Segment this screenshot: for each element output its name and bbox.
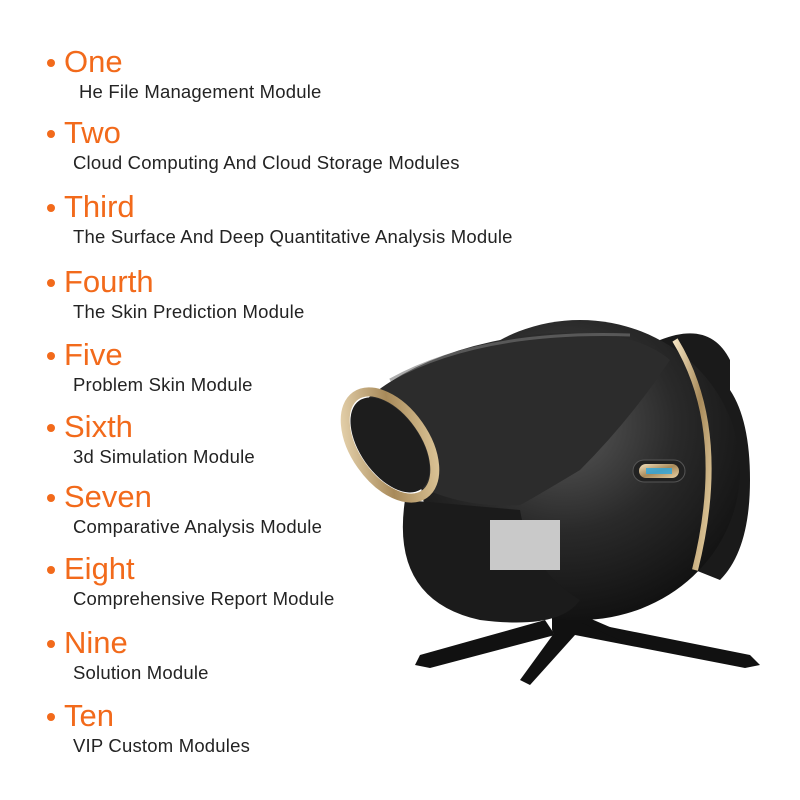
module-title: Third	[64, 189, 135, 224]
module-item: Seven Comparative Analysis Module	[47, 480, 322, 538]
module-subtitle: Comparative Analysis Module	[73, 516, 323, 537]
module-item: Nine Solution Module	[47, 626, 209, 684]
module-title: Ten	[64, 698, 114, 733]
module-title: Fourth	[64, 264, 154, 299]
module-title: Two	[64, 115, 121, 150]
module-subtitle: He File Management Module	[79, 81, 322, 102]
module-item: One He File Management Module	[47, 45, 322, 103]
bullet-icon	[47, 279, 55, 287]
bullet-icon	[47, 59, 55, 67]
bullet-icon	[47, 204, 55, 212]
stand	[415, 600, 760, 685]
module-title: Seven	[64, 479, 152, 514]
module-item: Eight Comprehensive Report Module	[47, 552, 334, 610]
module-title: Eight	[64, 551, 135, 586]
bullet-icon	[47, 640, 55, 648]
module-item: Third The Surface And Deep Quantitative …	[47, 190, 513, 248]
module-item: Two Cloud Computing And Cloud Storage Mo…	[47, 116, 460, 174]
module-subtitle: The Surface And Deep Quantitative Analys…	[73, 226, 513, 247]
module-item: Fourth The Skin Prediction Module	[47, 265, 304, 323]
module-title: Five	[64, 337, 123, 372]
module-title: Nine	[64, 625, 128, 660]
module-subtitle: The Skin Prediction Module	[73, 301, 305, 322]
module-subtitle: Cloud Computing And Cloud Storage Module…	[73, 152, 460, 173]
module-subtitle: Solution Module	[73, 662, 209, 683]
module-subtitle: 3d Simulation Module	[73, 446, 255, 467]
module-item: Ten VIP Custom Modules	[47, 699, 250, 757]
bullet-icon	[47, 352, 55, 360]
module-subtitle: Comprehensive Report Module	[73, 588, 335, 609]
module-item: Sixth 3d Simulation Module	[47, 410, 255, 468]
module-title: Sixth	[64, 409, 133, 444]
bullet-icon	[47, 566, 55, 574]
bullet-icon	[47, 130, 55, 138]
bullet-icon	[47, 424, 55, 432]
module-item: Five Problem Skin Module	[47, 338, 253, 396]
skin-analyzer-device-image	[340, 320, 760, 685]
bullet-icon	[47, 713, 55, 721]
module-title: One	[64, 44, 123, 79]
module-subtitle: Problem Skin Module	[73, 374, 253, 395]
bullet-icon	[47, 494, 55, 502]
module-subtitle: VIP Custom Modules	[73, 735, 251, 756]
